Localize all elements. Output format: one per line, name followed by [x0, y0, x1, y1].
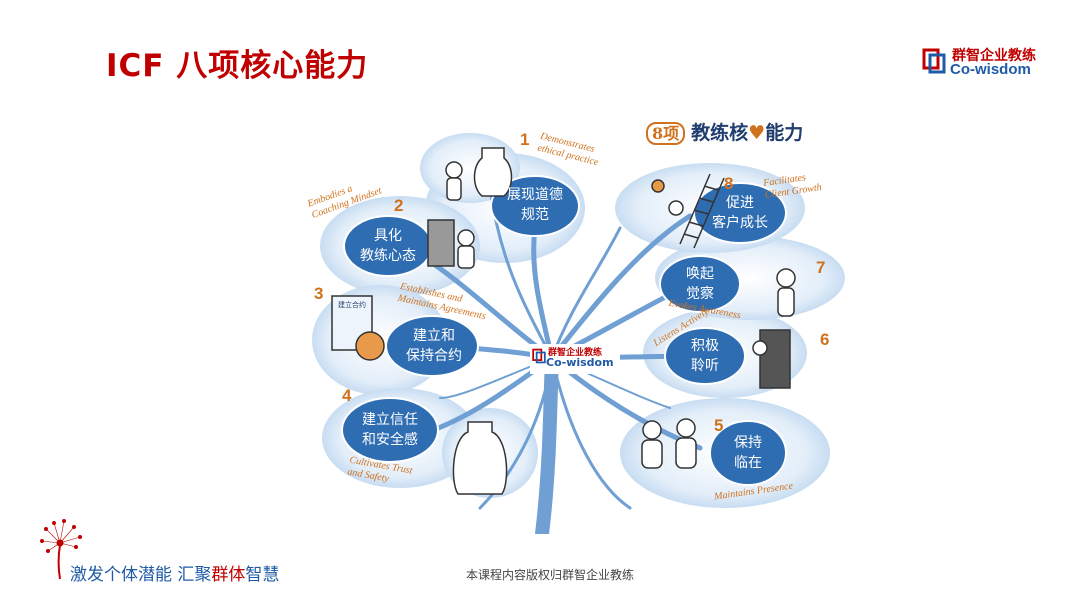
footer-slogan: 激发个体潜能 汇聚群体智慧 [70, 565, 280, 585]
bubble-1 [490, 175, 580, 237]
page-title: ICF 八项核心能力 [106, 48, 369, 84]
center-logo-cn: 群智企业教练 [548, 348, 603, 358]
figure-8-ladder [679, 173, 725, 249]
competency-2-cn: 具化教练心态 [360, 228, 416, 264]
heart-icon: ♥ [748, 122, 766, 144]
figure-1-body [446, 177, 462, 201]
competency-5-number: 5 [714, 416, 724, 435]
competency-1-cn: 展现道德规范 [507, 187, 563, 223]
competency-6-number: 6 [820, 330, 830, 349]
footer-copyright: 本课程内容版权归群智企业教练 [466, 568, 635, 582]
bubble-3 [385, 315, 479, 377]
figure-5-head-a [642, 420, 662, 440]
heading-number: 8项 [646, 122, 686, 145]
illustration-heading: 8项教练核♥能力 [646, 118, 803, 145]
bubble-4 [341, 397, 439, 463]
competency-5-cn: 保持临在 [734, 435, 762, 471]
figure-6-door [759, 329, 791, 389]
competency-2-number: 2 [394, 196, 404, 215]
figure-2-book [427, 219, 455, 267]
competency-7-number: 7 [816, 258, 826, 277]
figure-2-body [457, 245, 475, 269]
illustration-drawing: 建立合约 [312, 133, 845, 534]
competency-4-cn: 建立信任和安全感 [362, 412, 418, 448]
figure-7-head [776, 268, 796, 288]
brand-name-en: Co-wisdom [950, 61, 1031, 78]
heading-text-a: 教练核 [691, 122, 749, 144]
figure-6-head [752, 340, 768, 356]
figure-1-vase [473, 147, 513, 197]
competency-1-number: 1 [520, 130, 530, 149]
center-logo-mark-icon [532, 348, 546, 364]
heading-text-b: 能力 [765, 122, 804, 144]
figure-3-clock [355, 331, 385, 361]
figure-3-sign-label: 建立合约 [338, 300, 366, 309]
bubble-7 [659, 255, 741, 313]
competency-7-cn: 唤起觉察 [686, 266, 714, 302]
bubble-6 [664, 327, 746, 385]
figure-8-head [668, 200, 684, 216]
brand-name-cn: 群智企业教练 [952, 48, 1036, 64]
brand-mark-icon [922, 48, 946, 74]
competency-6-cn: 积极聆听 [691, 338, 719, 374]
figure-8-sun [651, 179, 665, 193]
competency-4-number: 4 [342, 386, 352, 405]
figure-2-head [457, 229, 475, 247]
competency-8-cn: 促进客户成长 [712, 195, 768, 231]
figure-5-body-b [675, 437, 697, 469]
bubble-5 [709, 420, 787, 486]
figure-5-head-b [676, 418, 696, 438]
competency-3-number: 3 [314, 284, 324, 303]
dandelion-icon [40, 519, 82, 580]
center-logo: 群智企业教练 Co-wisdom [530, 344, 620, 374]
figure-1-head [445, 161, 463, 179]
competency-3-cn: 建立和保持合约 [406, 328, 462, 364]
figure-7-body [777, 287, 795, 317]
competency-8-number: 8 [724, 174, 734, 193]
figure-4-jar [452, 421, 508, 495]
figure-5-body-a [641, 439, 663, 469]
center-logo-en: Co-wisdom [546, 356, 614, 369]
brand-logo: 群智企业教练 Co-wisdom [922, 44, 1052, 80]
